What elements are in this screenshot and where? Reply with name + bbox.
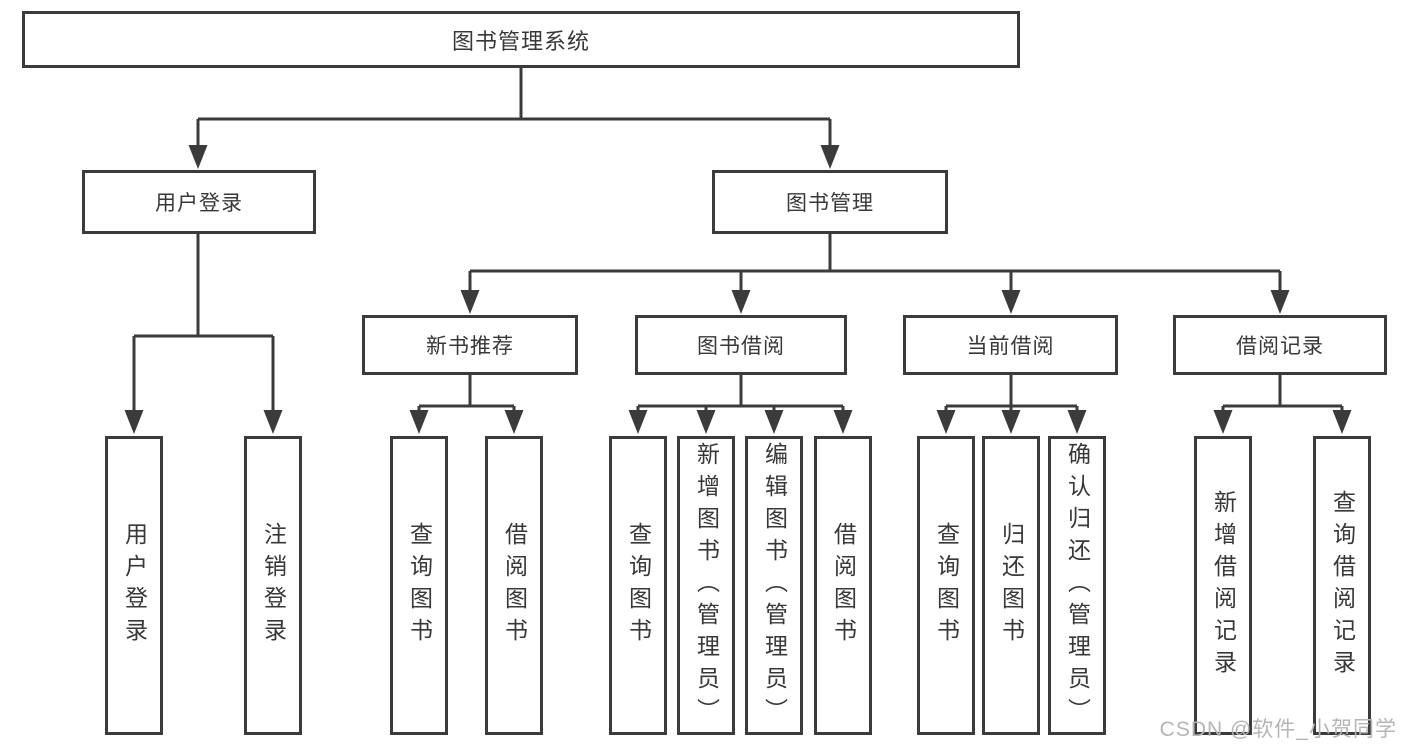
leaf-label: 新增图书（管理员） bbox=[693, 441, 720, 730]
leaf-label: 查询图书 bbox=[933, 521, 960, 650]
node-root-library-system: 图书管理系统 bbox=[22, 11, 1020, 68]
leaf-return-books: 归还图书 bbox=[982, 436, 1040, 735]
leaf-label: 查询图书 bbox=[625, 521, 652, 650]
leaf-label: 用户登录 bbox=[121, 521, 148, 650]
node-user-login: 用户登录 bbox=[82, 170, 316, 234]
leaf-label: 新增借阅记录 bbox=[1210, 489, 1237, 682]
leaf-confirm-return-admin: 确认归还（管理员） bbox=[1048, 436, 1106, 735]
leaf-user-login: 用户登录 bbox=[105, 436, 163, 735]
leaf-label: 归还图书 bbox=[998, 521, 1025, 650]
leaf-label: 注销登录 bbox=[260, 521, 287, 650]
node-current-borrow: 当前借阅 bbox=[903, 315, 1118, 375]
leaf-edit-books-admin: 编辑图书（管理员） bbox=[745, 436, 803, 735]
leaf-label: 借阅图书 bbox=[830, 521, 857, 650]
leaf-add-borrow-record: 新增借阅记录 bbox=[1194, 436, 1252, 735]
leaf-query-borrow-record: 查询借阅记录 bbox=[1313, 436, 1371, 735]
leaf-query-books-recommend: 查询图书 bbox=[390, 436, 448, 735]
node-borrow-record: 借阅记录 bbox=[1173, 315, 1387, 375]
leaf-query-books-borrow: 查询图书 bbox=[609, 436, 667, 735]
leaf-query-books-current: 查询图书 bbox=[917, 436, 975, 735]
node-book-management: 图书管理 bbox=[712, 170, 948, 234]
arrowheads bbox=[124, 145, 1352, 434]
leaf-borrow-books-recommend: 借阅图书 bbox=[485, 436, 543, 735]
leaf-borrow-books: 借阅图书 bbox=[814, 436, 872, 735]
leaf-logout: 注销登录 bbox=[244, 436, 302, 735]
leaf-add-books-admin: 新增图书（管理员） bbox=[677, 436, 735, 735]
leaf-label: 查询图书 bbox=[406, 521, 433, 650]
leaf-label: 查询借阅记录 bbox=[1329, 489, 1356, 682]
leaf-label: 借阅图书 bbox=[501, 521, 528, 650]
leaf-label: 确认归还（管理员） bbox=[1064, 441, 1091, 730]
node-new-book-recommend: 新书推荐 bbox=[362, 315, 578, 375]
node-book-borrow: 图书借阅 bbox=[635, 315, 847, 375]
leaf-label: 编辑图书（管理员） bbox=[761, 441, 788, 730]
